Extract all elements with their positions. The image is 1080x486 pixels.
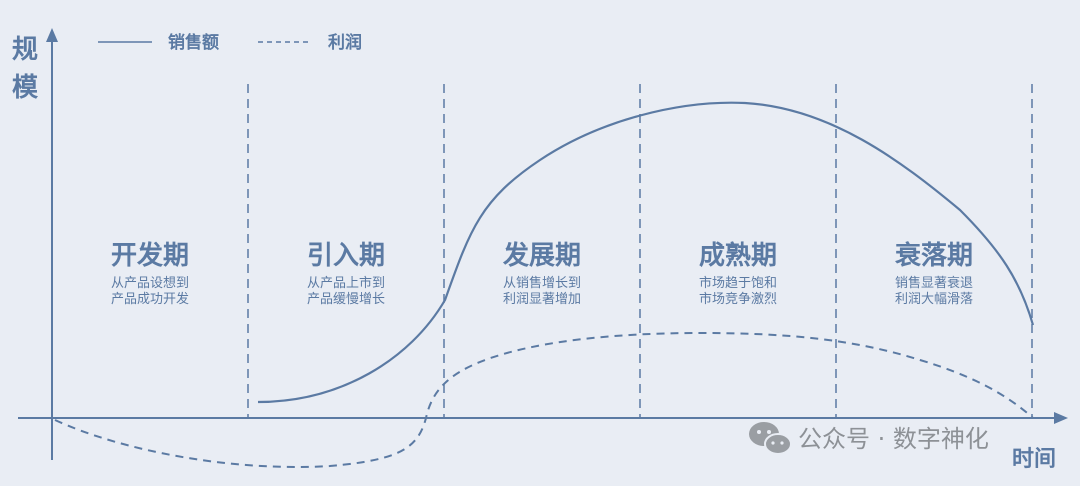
stage-title: 开发期: [111, 240, 189, 271]
stage-desc-line: 从销售增长到: [503, 275, 581, 291]
sales-curve: [257, 101, 1035, 404]
stage-maturity: 成熟期 市场趋于饱和 市场竞争激烈: [699, 240, 777, 307]
y-axis-label-bottom: 模: [12, 73, 39, 103]
watermark-text: 公众号 · 数字神化: [798, 425, 989, 453]
stage-introduction: 引入期 从产品上市到 产品缓慢增长: [307, 241, 385, 307]
x-axis-label: 时间: [1012, 447, 1056, 472]
stage-desc-line: 销售显著衰退: [895, 275, 973, 291]
stage-desc-line: 产品成功开发: [111, 291, 189, 307]
stage-desc-line: 从产品上市到: [307, 275, 385, 291]
y-axis-label-top: 规: [12, 35, 38, 65]
x-axis-arrow: [1054, 412, 1068, 424]
stage-title: 发展期: [502, 240, 581, 271]
wechat-icon: [749, 422, 792, 455]
stage-desc-line: 市场趋于饱和: [699, 275, 777, 291]
y-axis-arrow: [46, 28, 58, 42]
stage-desc-line: 从产品设想到: [111, 275, 189, 291]
watermark: 公众号 · 数字神化: [749, 422, 989, 455]
stage-title: 成熟期: [699, 240, 777, 271]
stage-desc-line: 利润显著增加: [503, 292, 581, 307]
stage-desc-line: 利润大幅滑落: [895, 292, 973, 307]
legend-sales-label: 销售额: [168, 32, 219, 53]
profit-curve: [54, 331, 1034, 468]
stage-title: 衰落期: [894, 240, 973, 271]
legend-profit-label: 利润: [328, 32, 362, 53]
stage-growth: 发展期 从销售增长到 利润显著增加: [502, 240, 581, 307]
stage-title: 引入期: [307, 241, 385, 271]
stage-desc-line: 市场竞争激烈: [699, 291, 777, 307]
stage-development: 开发期 从产品设想到 产品成功开发: [111, 240, 189, 307]
stage-desc-line: 产品缓慢增长: [307, 291, 385, 307]
stage-decline: 衰落期 销售显著衰退 利润大幅滑落: [894, 240, 973, 307]
